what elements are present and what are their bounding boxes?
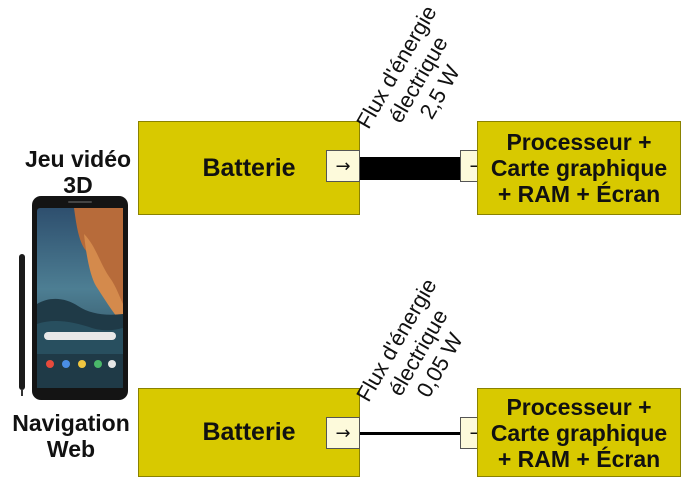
scenario-label-web: Navigation Web: [0, 410, 142, 462]
smartphone-drawing: [14, 194, 134, 404]
battery-label-top: Batterie: [202, 154, 295, 183]
scenario-label-web-line2: Web: [0, 436, 142, 462]
arrow-right-icon: →: [335, 156, 350, 177]
battery-label-bottom: Batterie: [202, 418, 295, 447]
processor-label-bottom-line1: Processeur +: [491, 394, 667, 420]
output-port-bottom: →: [326, 417, 360, 449]
scenario-label-web-line1: Navigation: [0, 410, 142, 436]
processor-label-bottom-line3: + RAM + Écran: [491, 446, 667, 472]
processor-box-bottom: Processeur + Carte graphique + RAM + Écr…: [477, 388, 681, 477]
processor-label-top-line3: + RAM + Écran: [491, 181, 667, 207]
scenario-label-game: Jeu vidéo 3D: [8, 146, 148, 198]
smartphone-icon: [14, 194, 134, 404]
output-port-top: →: [326, 150, 360, 182]
processor-label-bottom-line2: Carte graphique: [491, 420, 667, 446]
processor-box-top: Processeur + Carte graphique + RAM + Écr…: [477, 121, 681, 215]
scenario-label-game-line1: Jeu vidéo: [8, 146, 148, 172]
stylus-icon: [19, 254, 25, 390]
arrow-right-icon: →: [335, 423, 350, 444]
processor-label-top-line2: Carte graphique: [491, 155, 667, 181]
processor-label-top-line1: Processeur +: [491, 129, 667, 155]
